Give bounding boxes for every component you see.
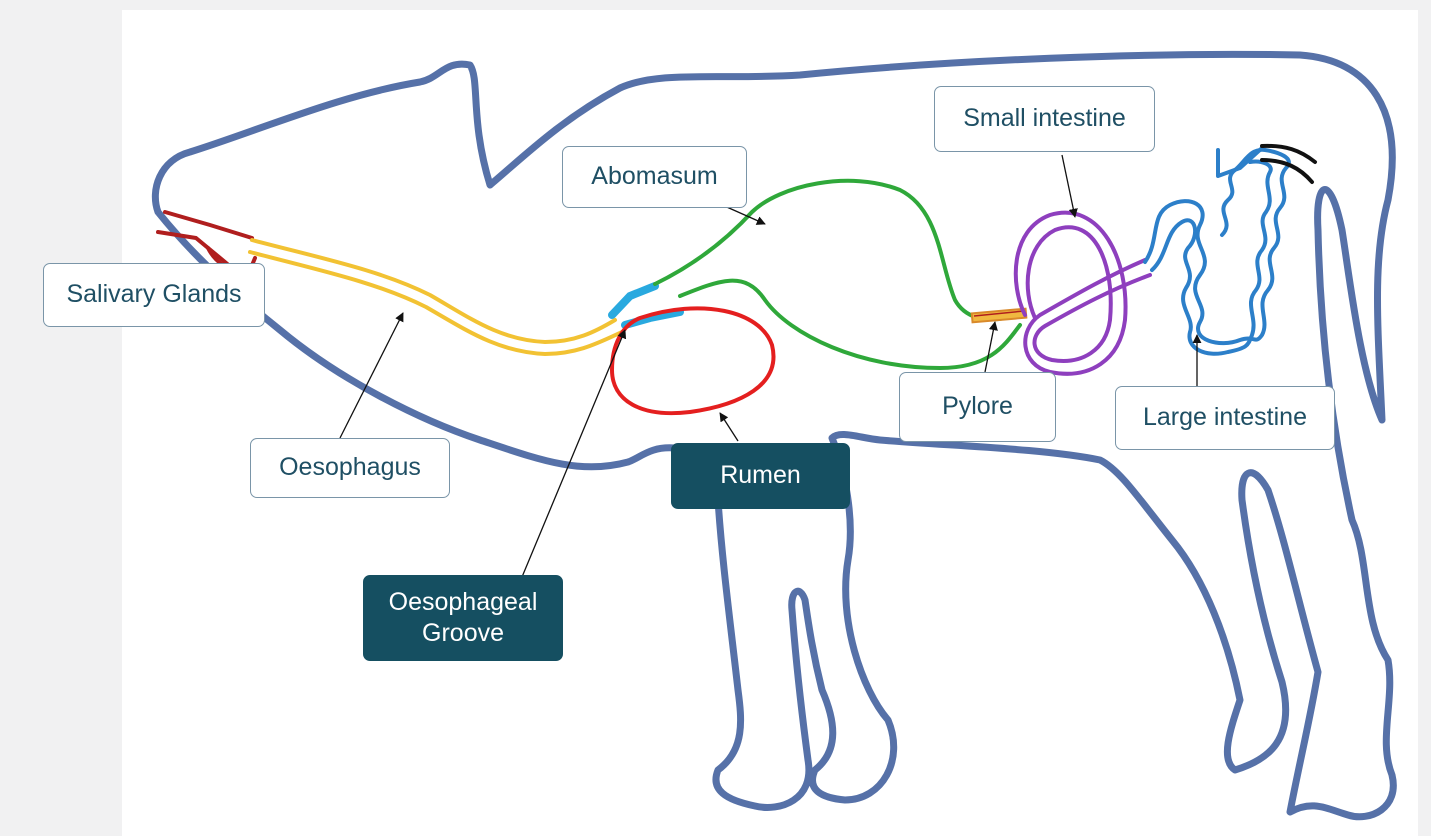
arrow-oesophageal-groove <box>522 330 625 577</box>
groove-upper-segment <box>612 286 655 315</box>
label-small-intestine: Small intestine <box>934 86 1155 152</box>
abomasum-structure <box>655 181 1020 368</box>
large-intestine-coil-inner <box>1152 162 1271 354</box>
label-abomasum: Abomasum <box>562 146 747 208</box>
label-oesophageal-groove: Oesophageal Groove <box>363 575 563 661</box>
abomasum-lower-wall <box>680 281 1020 368</box>
label-large-intestine: Large intestine <box>1115 386 1335 450</box>
label-rumen: Rumen <box>671 443 850 509</box>
label-salivary-glands: Salivary Glands <box>43 263 265 327</box>
pylore-structure <box>972 309 1027 323</box>
arrow-pylore <box>985 322 995 372</box>
small-intestine-inner <box>1028 227 1150 361</box>
label-oesophagus: Oesophagus <box>250 438 450 498</box>
oesophagus-line-upper <box>252 240 615 342</box>
label-pylore: Pylore <box>899 372 1056 442</box>
oesophageal-groove-structure <box>612 286 680 325</box>
arrow-rumen <box>720 413 738 441</box>
small-intestine-structure <box>1016 213 1150 374</box>
oesophagus-tube <box>250 240 622 354</box>
large-intestine-structure <box>1145 148 1289 354</box>
arrow-small-intestine <box>1062 155 1075 217</box>
